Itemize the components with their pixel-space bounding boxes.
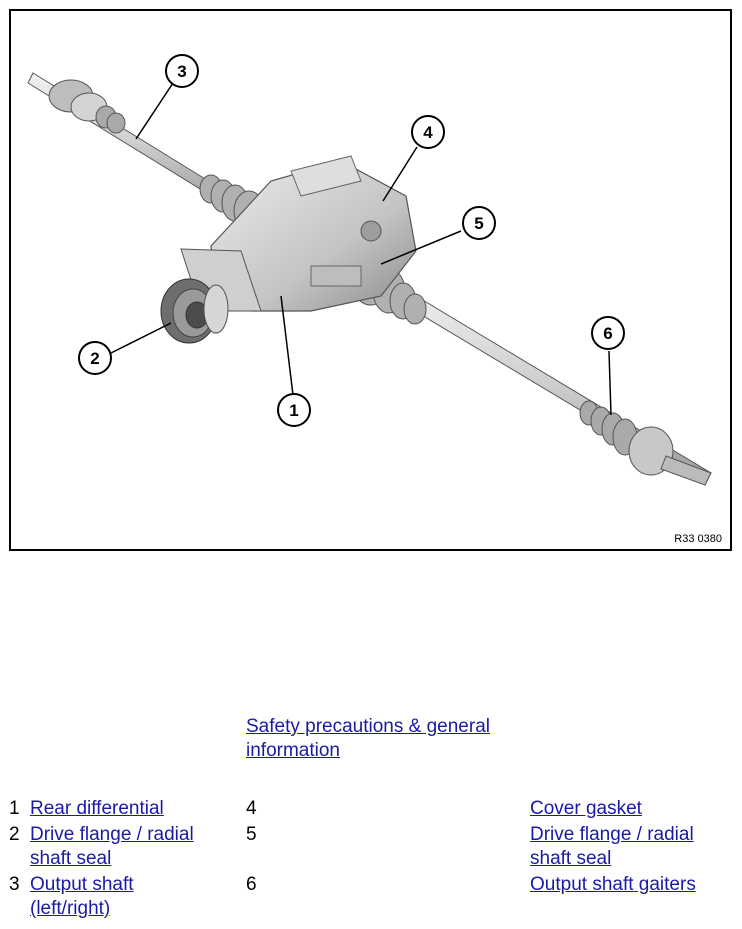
legend-number: 4: [246, 798, 257, 819]
callout-leaders: [110, 82, 612, 416]
callout-label: 4: [423, 123, 433, 142]
legend-link-cover-gasket[interactable]: Cover gasket: [530, 798, 642, 819]
callout-label: 1: [289, 401, 298, 420]
legend-link-output-shaft-gaiters[interactable]: Output shaft gaiters: [530, 874, 696, 895]
rear-axle-illustration: 1 2 3 4 5 6: [27, 54, 712, 486]
callout-circle: [277, 393, 311, 427]
figure-reference-code: R33 0380: [674, 533, 722, 545]
callout-circle: [165, 54, 199, 88]
legend-link-output-shaft[interactable]: Output shaft (left/right): [30, 874, 134, 919]
legend-number: 5: [246, 824, 257, 845]
drive-flange: [160, 278, 229, 344]
safety-precautions-link[interactable]: Safety precautions & general information: [246, 716, 490, 761]
left-output-shaft: [27, 72, 265, 232]
callout-circle: [462, 206, 496, 240]
legend-link-drive-flange-right[interactable]: Drive flange / radial shaft seal: [530, 824, 694, 869]
legend-number: 3: [9, 874, 20, 895]
callout-label: 6: [603, 324, 612, 343]
callout-circle: [411, 115, 445, 149]
right-output-shaft: [350, 252, 712, 486]
exploded-view-figure: 1 2 3 4 5 6 R33 0380: [9, 9, 732, 551]
legend-link-rear-differential[interactable]: Rear differential: [30, 798, 164, 819]
differential-housing: [180, 155, 417, 312]
legend-link-drive-flange[interactable]: Drive flange / radial shaft seal: [30, 824, 194, 869]
callout-circle: [591, 316, 625, 350]
callout-label: 3: [177, 62, 186, 81]
callout-markers: 1 2 3 4 5 6: [78, 54, 625, 427]
legend-number: 1: [9, 798, 20, 819]
legend-number: 2: [9, 824, 20, 845]
callout-circle: [78, 341, 112, 375]
legend-number: 6: [246, 874, 257, 895]
callout-label: 2: [90, 349, 99, 368]
callout-label: 5: [474, 214, 483, 233]
